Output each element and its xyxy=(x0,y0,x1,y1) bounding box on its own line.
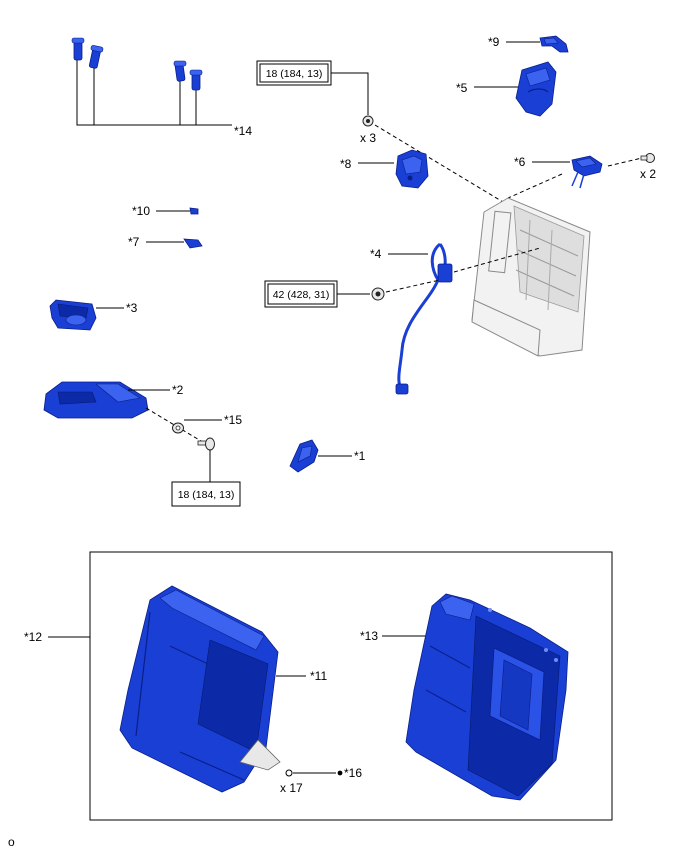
torque-spec-bottom: 18 (184, 13) xyxy=(171,481,241,507)
svg-text:*15: *15 xyxy=(224,413,242,427)
part-6: *6 x 2 xyxy=(507,153,656,199)
quantity-x3: x 3 xyxy=(360,131,376,145)
part-8: *8 xyxy=(340,149,429,189)
clip-part xyxy=(88,45,104,69)
clip-set-14: *14 xyxy=(71,37,252,138)
clip-part xyxy=(173,60,187,82)
seatback-frame xyxy=(471,197,591,357)
part-10: *10 xyxy=(132,204,199,218)
hog-ring-icon xyxy=(285,769,293,777)
svg-text:*3: *3 xyxy=(126,301,138,315)
part-16: *16 x 17 xyxy=(280,766,362,795)
svg-text:*12: *12 xyxy=(24,630,42,644)
part-15: *15 xyxy=(172,413,242,482)
svg-text:*5: *5 xyxy=(456,81,468,95)
svg-text:*10: *10 xyxy=(132,204,150,218)
part-11: *11 xyxy=(119,585,327,793)
quantity-x2: x 2 xyxy=(640,167,656,181)
part-7: *7 xyxy=(128,235,203,249)
svg-text:*9: *9 xyxy=(488,35,500,49)
svg-text:42 (428, 31): 42 (428, 31) xyxy=(273,289,330,301)
bolt-icon xyxy=(640,153,655,163)
svg-text:*11: *11 xyxy=(310,669,327,683)
bolt-icon xyxy=(362,115,374,127)
part-2: *2 xyxy=(43,381,207,445)
svg-text:*8: *8 xyxy=(340,157,352,171)
washer-icon xyxy=(172,422,184,434)
clip-part xyxy=(71,37,85,61)
torque-spec-mid: 42 (428, 31) xyxy=(264,279,441,308)
svg-text:*13: *13 xyxy=(360,629,378,643)
part-5: *5 xyxy=(456,61,557,117)
clip-part xyxy=(189,69,203,91)
svg-text:*7: *7 xyxy=(128,235,140,249)
quantity-x17: x 17 xyxy=(280,781,303,795)
svg-text:*16: *16 xyxy=(344,766,362,780)
bolt-icon xyxy=(197,437,215,451)
svg-text:18 (184, 13): 18 (184, 13) xyxy=(266,68,323,80)
part-9: *9 xyxy=(488,35,569,53)
part-4: *4 xyxy=(370,242,541,395)
svg-text:*1: *1 xyxy=(354,449,366,463)
part-1: *1 xyxy=(289,439,366,473)
torque-spec-top: 18 (184, 13) x 3 xyxy=(256,60,509,206)
part-3: *3 xyxy=(49,299,138,331)
svg-text:18 (184, 13): 18 (184, 13) xyxy=(178,489,235,501)
nut-icon xyxy=(371,287,385,301)
part-13: *13 xyxy=(360,593,569,801)
callout-14: *14 xyxy=(234,124,252,138)
svg-text:*4: *4 xyxy=(370,247,382,261)
seatback-assembly-box: *12 *11 *16 x 17 *13 xyxy=(24,551,613,821)
footer-mark: o xyxy=(8,835,15,849)
svg-text:*6: *6 xyxy=(514,155,526,169)
svg-text:*2: *2 xyxy=(172,383,184,397)
